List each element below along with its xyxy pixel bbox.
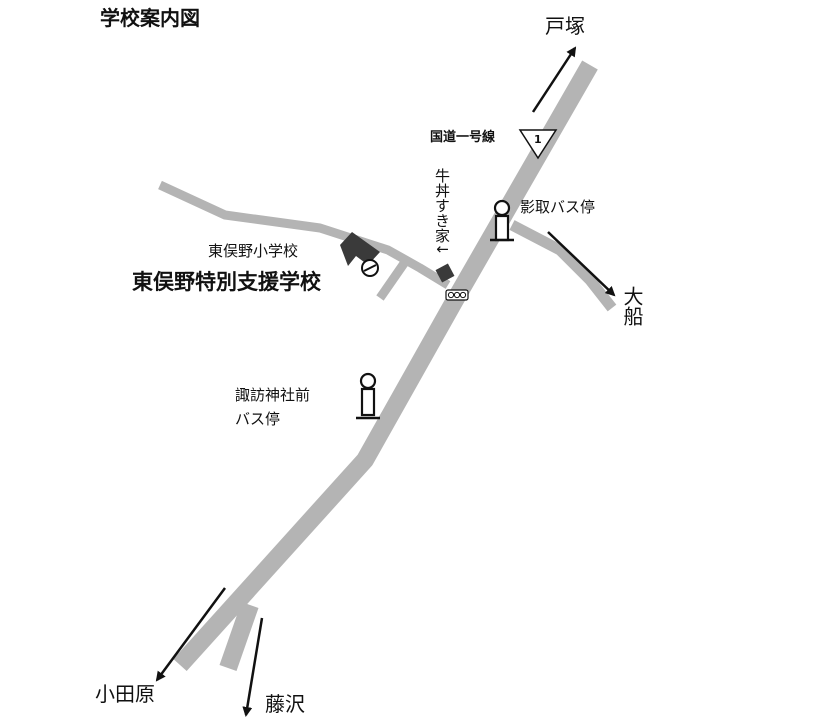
bus-stop-kagetori-label: 影取バス停 — [520, 198, 596, 216]
route-number-label: 1 — [534, 133, 542, 146]
ofuna-road — [509, 220, 617, 312]
destination-ofuna: 大船 — [620, 286, 644, 326]
bus-stop-suwa-icon — [356, 372, 380, 420]
bus-stop-suwa-label-2: バス停 — [235, 410, 281, 428]
school-symbol-line — [363, 264, 377, 272]
destination-totsuka: 戸塚 — [545, 14, 585, 38]
page-title: 学校案内図 — [100, 6, 200, 30]
bus-stop-suwa-label-1: 諏訪神社前 — [235, 386, 311, 404]
restaurant-label: 牛丼すき家↓ — [433, 168, 451, 256]
bus-stop-kagetori-icon — [490, 199, 514, 242]
arrow-odawara — [155, 587, 227, 682]
elementary-school-label: 東俣野小学校 — [208, 242, 299, 260]
destination-odawara: 小田原 — [95, 682, 155, 706]
destination-fujisawa: 藤沢 — [265, 692, 305, 716]
traffic-signal-icon — [445, 289, 469, 301]
arrow-ofuna — [547, 231, 616, 297]
special-school-label: 東俣野特別支援学校 — [132, 270, 321, 294]
signal-light-3 — [459, 291, 467, 299]
school-building-icon — [340, 232, 380, 266]
signal-light-1 — [447, 291, 455, 299]
main-road — [173, 60, 598, 672]
arrow-totsuka — [531, 46, 577, 113]
route-name-label: 国道一号線 — [430, 130, 496, 145]
signal-light-2 — [453, 291, 461, 299]
arrow-fujisawa — [242, 617, 264, 717]
route-shield-icon — [518, 129, 558, 160]
restaurant-icon — [435, 263, 455, 283]
fujisawa-branch-road — [219, 602, 259, 671]
school-side-road — [376, 259, 409, 301]
